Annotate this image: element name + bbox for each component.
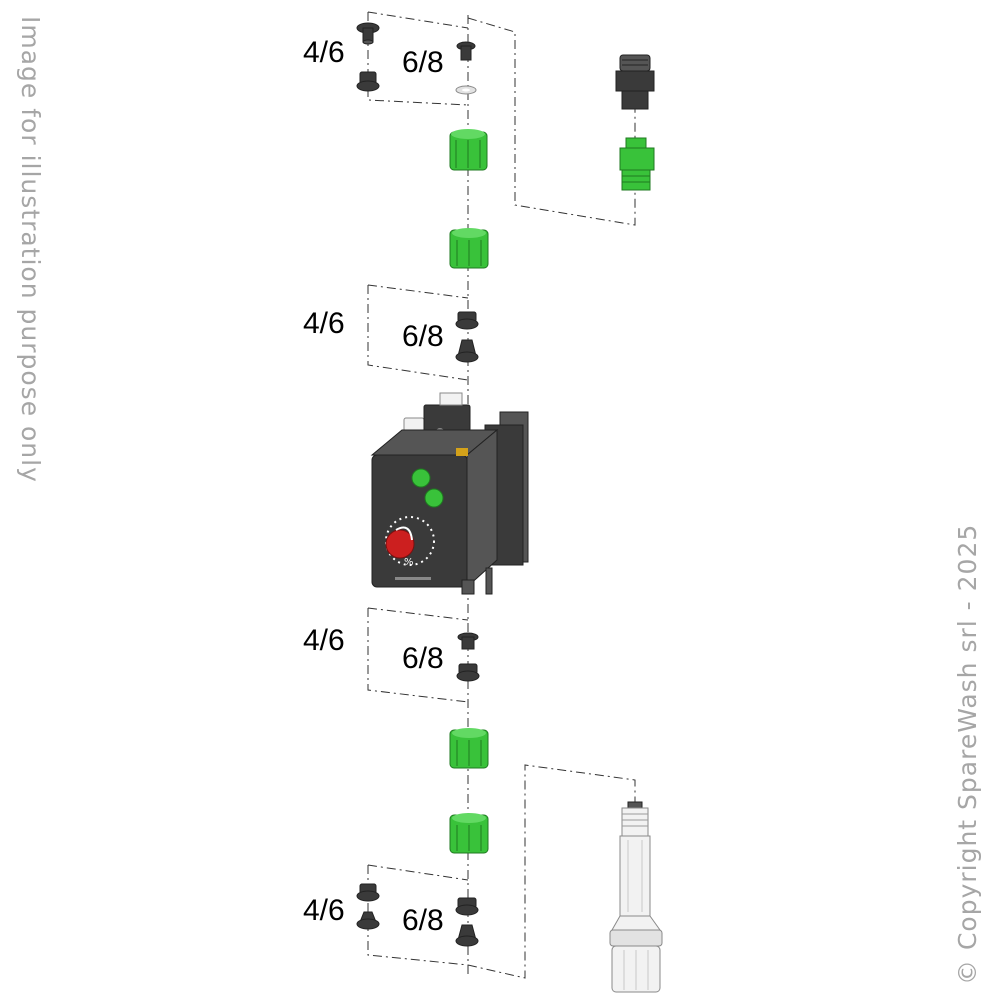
seal-6-8-lower-low [456,663,480,682]
top-right-link [467,17,636,226]
seal-group-2: 4/6 6/8 [303,307,479,363]
washer-6-8-top [455,85,477,95]
seal-4-6-lower-top [356,71,380,92]
group2-bracket [367,284,469,381]
seal-6-8-upper-low [457,632,479,650]
green-ring-nut-3 [449,728,489,769]
seal-6-8-upper-mid [455,311,479,330]
size-label: 6/8 [402,46,444,79]
size-label: 4/6 [303,36,345,69]
seal-group-1: 4/6 6/8 [303,22,477,95]
seal-group-3: 4/6 6/8 [303,624,480,682]
seal-4-6-upper-bottom [356,883,380,902]
size-label: 6/8 [402,904,444,937]
size-label: 6/8 [402,320,444,353]
foot-filter [609,801,663,993]
size-label: 4/6 [303,624,345,657]
size-label: 4/6 [303,307,345,340]
seal-6-8-lower-bottom [455,924,479,947]
group3-bracket [367,607,469,703]
top-right-connector-green [619,137,655,191]
seal-4-6-upper-top [356,22,380,45]
seal-6-8-upper-bottom [455,897,479,916]
seal-6-8-lower-mid [455,339,479,363]
group4-bracket [367,864,469,966]
control-button-secondary [424,488,444,508]
green-ring-nut-1 [449,129,488,171]
seal-4-6-lower-bottom [356,911,380,930]
green-ring-nut-4 [449,813,489,854]
bottom-right-link [467,764,636,979]
size-label: 6/8 [402,642,444,675]
seal-group-4: 4/6 6/8 [303,883,479,947]
dosing-pump: % [370,392,529,595]
top-right-connector-dark [615,54,655,110]
green-ring-nut-2 [449,228,489,269]
group1-bracket [367,11,469,106]
illustration-disclaimer: Image for illustration purpose only [16,16,45,483]
seal-6-8-upper-top [456,41,476,61]
size-label: 4/6 [303,894,345,927]
copyright-notice: © Copyright SpareWash srl - 2025 [953,524,982,985]
dial-percent-symbol: % [404,557,414,568]
control-button-p [411,468,431,488]
